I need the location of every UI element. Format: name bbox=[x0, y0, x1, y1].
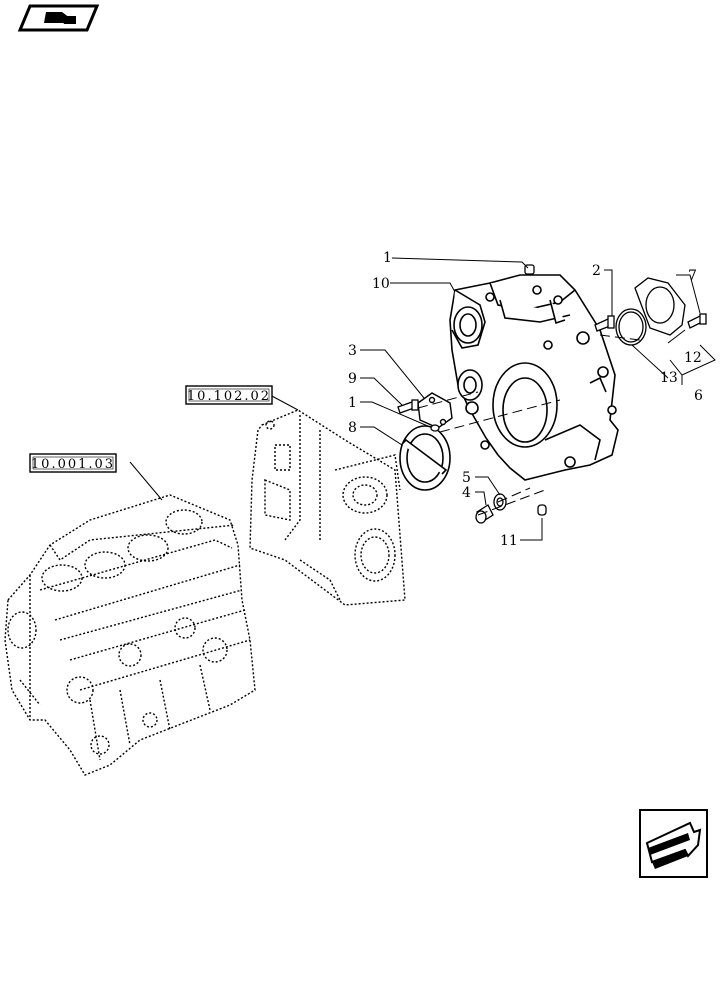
gear-housing-drawing bbox=[249, 409, 406, 606]
callout-11: 11 bbox=[500, 533, 518, 549]
callout-2: 2 bbox=[592, 263, 601, 279]
reference-box-gear-housing[interactable]: 10.102.02 bbox=[185, 385, 273, 405]
reference-box-engine-block[interactable]: 10.001.03 bbox=[29, 453, 117, 473]
callout-numbers: 1 10 3 9 1 8 2 7 12 13 6 5 4 11 bbox=[348, 250, 703, 549]
callout-3: 3 bbox=[348, 343, 357, 359]
seal-ring-drawing bbox=[399, 425, 451, 491]
alignment-lines bbox=[417, 334, 641, 516]
callout-10: 10 bbox=[372, 276, 390, 292]
callout-12: 12 bbox=[684, 350, 702, 366]
callout-1-top: 1 bbox=[383, 250, 392, 266]
callout-7: 7 bbox=[688, 268, 697, 284]
leader-lines bbox=[129, 257, 716, 541]
callout-5: 5 bbox=[462, 470, 471, 486]
previous-page-arrow-icon[interactable] bbox=[639, 809, 708, 878]
book-icon[interactable] bbox=[17, 4, 100, 32]
reference-label: 10.102.02 bbox=[187, 389, 271, 404]
reference-label: 10.001.03 bbox=[31, 457, 115, 472]
callout-9: 9 bbox=[348, 371, 357, 387]
callout-6: 6 bbox=[694, 388, 703, 404]
engine-block-drawing bbox=[4, 494, 256, 776]
callout-1-mid: 1 bbox=[348, 395, 357, 411]
callout-13: 13 bbox=[660, 370, 678, 386]
callout-4: 4 bbox=[462, 485, 471, 501]
small-parts-drawing bbox=[397, 264, 707, 524]
cover-plate-drawing bbox=[417, 392, 453, 429]
timing-cover-drawing bbox=[449, 274, 619, 481]
callout-8: 8 bbox=[348, 420, 357, 436]
